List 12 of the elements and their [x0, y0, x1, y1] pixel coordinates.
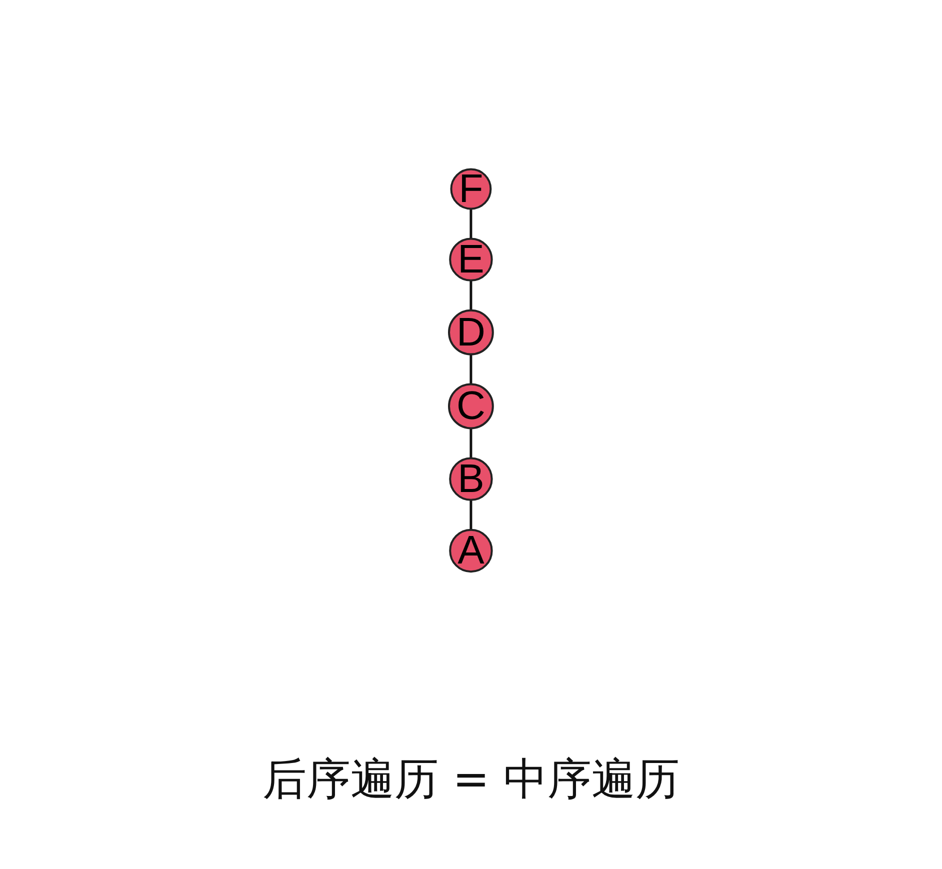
connector [470, 500, 472, 530]
node-circle: B [449, 457, 493, 502]
node-circle: D [448, 310, 494, 356]
connector [470, 280, 472, 311]
caption: 后序遍历 = 中序遍历 [262, 753, 680, 807]
connector [470, 354, 472, 384]
node-circle: C [448, 383, 494, 430]
node-circle: F [450, 168, 492, 210]
connector [470, 428, 472, 458]
node-circle: E [449, 238, 493, 282]
node-circle: A [449, 529, 493, 573]
connector [470, 208, 472, 239]
